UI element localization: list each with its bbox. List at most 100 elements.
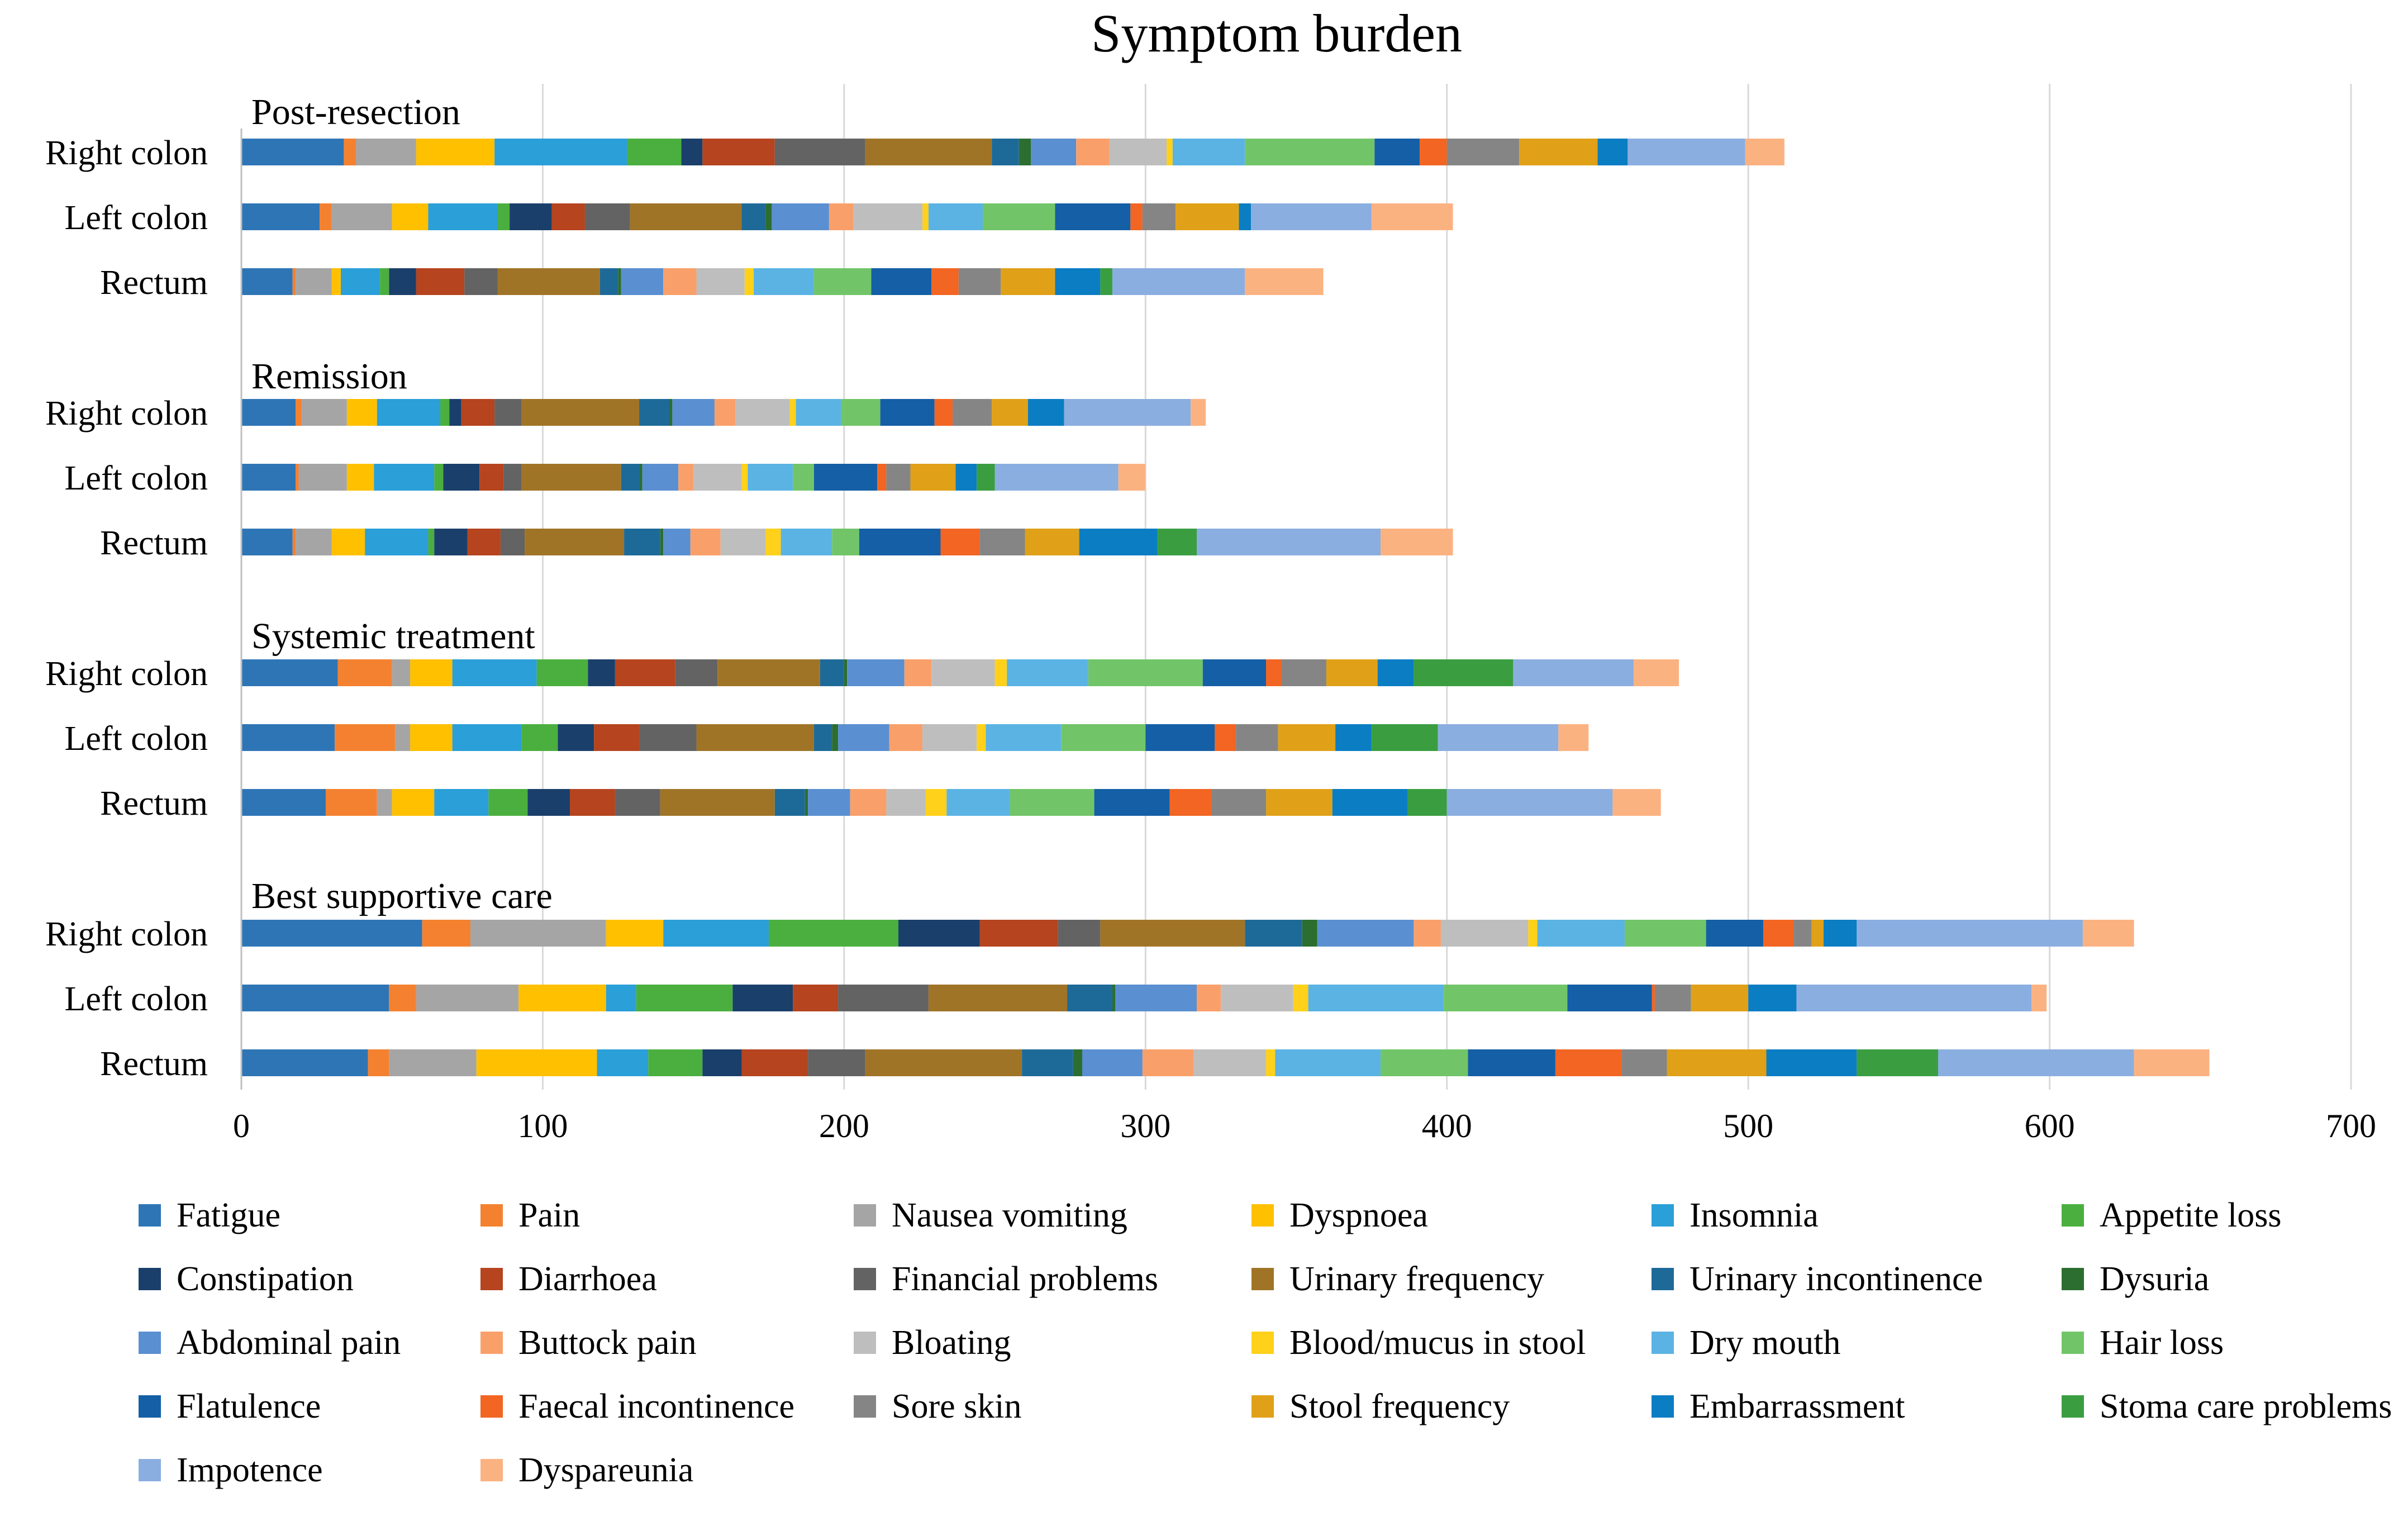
bar-segment [931,659,995,686]
bar-segment [865,139,992,165]
bar-segment [813,464,878,491]
legend-item: Fatigue [139,1196,280,1235]
bar-segment [1067,985,1112,1011]
legend-label: Sore skin [892,1387,1022,1425]
bar-segment [416,268,465,295]
bar-segment [1278,724,1336,751]
bar-segment [452,724,522,751]
legend-swatch [854,1332,876,1354]
bar-segment [241,789,326,816]
bar-segment [769,920,898,947]
legend-item: Constipation [139,1259,354,1299]
bar-segment [1251,203,1372,230]
bar-segment [639,724,697,751]
bar-segment [850,789,887,816]
bar-segment [241,659,338,686]
bar-segment [953,399,992,426]
legend-label: Financial problems [892,1259,1158,1298]
bar-segment [1748,985,1797,1011]
bar-segment [1621,1049,1667,1076]
legend-item: Dysuria [2062,1259,2209,1299]
chart-title: Symptom burden [1091,3,1462,63]
bar-segment [434,529,468,555]
bar-segment [805,789,808,816]
legend-item: Appetite loss [2062,1196,2281,1235]
bar-segment [675,659,718,686]
legend-item: Dry mouth [1652,1323,1840,1362]
bar-segment [660,529,664,555]
bar-segment [1082,1049,1143,1076]
bar-segment [1076,139,1110,165]
legend-swatch [2062,1268,2084,1290]
bar-segment [241,464,296,491]
bar-segment [1612,789,1661,816]
bar-segment [672,399,715,426]
bar-segment [813,724,832,751]
bar-segment [395,724,411,751]
legend-item: Urinary incontinence [1652,1259,1983,1299]
legend-swatch [854,1268,876,1290]
bar-segment [594,724,640,751]
bar-segment [443,464,480,491]
bar-segment [741,464,748,491]
bar-segment [292,268,296,295]
bar-segment [1706,920,1764,947]
group-label: Remission [251,356,407,397]
bar-segment [410,659,453,686]
bar-segment [681,139,703,165]
bar-segment [1857,1049,1938,1076]
bar-segment [1064,399,1191,426]
legend-item: Nausea vomiting [854,1196,1127,1235]
bar-segment [720,529,766,555]
bar-segment [702,1049,742,1076]
bar-segment [977,464,995,491]
bar-segment [1001,268,1055,295]
legend-swatch [480,1204,503,1227]
legend-label: Nausea vomiting [892,1196,1127,1234]
legend-item: Dyspareunia [480,1451,693,1490]
bar-segment [1245,139,1375,165]
bar-segment [467,529,501,555]
bar-segment [241,268,293,295]
legend-swatch [1652,1332,1674,1354]
bar-segment [621,464,640,491]
bar-segment [1079,529,1158,555]
bar-segment [744,268,754,295]
legend-swatch [1251,1332,1274,1354]
x-tick-label: 400 [1422,1108,1472,1144]
bar-segment [389,985,416,1011]
bar-segment [1335,724,1372,751]
bar-segment [1266,1049,1276,1076]
bar-segment [615,789,660,816]
bar-segment [928,203,983,230]
category-label: Left colon [64,720,208,758]
legend-label: Hair loss [2100,1323,2224,1362]
bar-segment [1236,724,1278,751]
bar-segment [341,268,380,295]
bar-segment [452,659,537,686]
bar-segment [355,139,416,165]
bar-segment [717,659,820,686]
bar-segment [1371,724,1438,751]
bar-segment [639,399,669,426]
bar-segment [1022,1049,1073,1076]
x-tick-label: 200 [819,1108,869,1144]
bar-segment [1142,203,1176,230]
bar-segment [392,789,435,816]
bar-segment [476,1049,597,1076]
group-label: Systemic treatment [251,616,535,657]
bar-segment [877,464,887,491]
bar-segment [494,139,627,165]
legend-swatch [480,1332,503,1354]
bar-segment [690,529,721,555]
legend-item: Bloating [854,1323,1011,1362]
category-label: Rectum [100,1045,208,1083]
bar-segment [1221,985,1293,1011]
bar-segment [958,268,1001,295]
bar-segment [615,659,675,686]
bar-segment [1407,789,1447,816]
legend-label: Dyspnoea [1289,1196,1428,1234]
